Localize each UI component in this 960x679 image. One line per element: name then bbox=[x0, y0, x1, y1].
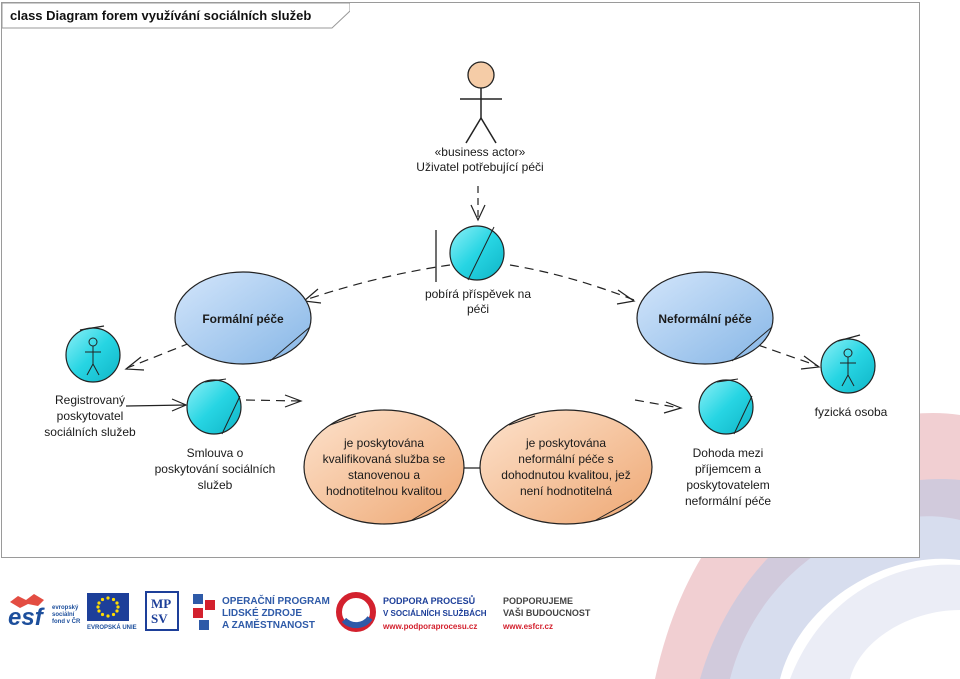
connector-control-to-informal bbox=[509, 264, 635, 301]
eu-flag-icon bbox=[87, 593, 129, 621]
diagram-title-tab bbox=[2, 3, 350, 29]
control-label-line2: péči bbox=[466, 302, 489, 316]
contract-line3: služeb bbox=[197, 478, 233, 492]
support-line2: VAŠI BUDOUCNOST bbox=[503, 608, 591, 618]
registered-provider-icon bbox=[65, 325, 121, 383]
arrowhead bbox=[284, 394, 303, 408]
esf-small-line3: fond v ČR bbox=[52, 619, 81, 625]
qualified-line4: hodnotitelnou kvalitou bbox=[325, 484, 443, 498]
informal-service-line2: neformální péče s bbox=[518, 452, 614, 466]
contract-line2: poskytování sociálních bbox=[154, 462, 276, 476]
esf-logo: esf bbox=[8, 592, 48, 634]
connector-control-to-formal bbox=[304, 264, 451, 301]
actor-name: Uživatel potřebující péči bbox=[416, 160, 544, 174]
agreement-line1: Dohoda mezi bbox=[692, 446, 764, 460]
qualified-line3: stanovenou a bbox=[347, 468, 421, 482]
contract-line1: Smlouva o bbox=[186, 446, 244, 460]
pp-line3: www.podporaprocesu.cz bbox=[383, 622, 478, 631]
op-line2: LIDSKÉ ZDROJE bbox=[222, 608, 303, 619]
informal-care-label: Neformální péče bbox=[658, 312, 752, 326]
connector-qualified-to-contract bbox=[245, 399, 301, 402]
contract-control-icon bbox=[186, 378, 242, 435]
pp-logo-icon bbox=[336, 592, 376, 632]
arrowhead bbox=[171, 398, 188, 412]
qualified-line1: je poskytována bbox=[343, 436, 425, 450]
agreement-control-icon bbox=[698, 378, 754, 435]
op-line3: A ZAMĚSTNANOST bbox=[222, 620, 315, 631]
op-line1: OPERAČNÍ PROGRAM bbox=[222, 596, 330, 607]
informal-service-line4: není hodnotitelná bbox=[519, 484, 613, 498]
agreement-line2: příjemcem a bbox=[694, 462, 762, 476]
pp-line2: V SOCIÁLNÍCH SLUŽBÁCH bbox=[383, 609, 487, 618]
physical-person-icon bbox=[820, 334, 876, 394]
informal-service-entity bbox=[479, 409, 653, 525]
arrowhead bbox=[800, 355, 821, 370]
business-actor-figure bbox=[460, 61, 502, 144]
registered-provider-line3: sociálních služeb bbox=[44, 425, 136, 439]
physical-person-label: fyzická osoba bbox=[814, 405, 888, 419]
informal-care-entity bbox=[636, 271, 774, 365]
arrowhead bbox=[616, 289, 636, 305]
informal-service-line1: je poskytována bbox=[525, 436, 607, 450]
qualified-line2: kvalifikovaná služba se bbox=[322, 452, 446, 466]
registered-provider-line2: poskytovatel bbox=[56, 409, 124, 423]
formal-care-entity bbox=[174, 271, 312, 365]
op-logo-icon bbox=[193, 594, 215, 632]
formal-care-label: Formální péče bbox=[202, 312, 284, 326]
actor-stereotype: «business actor» bbox=[434, 145, 526, 159]
informal-service-line3: dohodnutou kvalitou, jež bbox=[501, 468, 631, 482]
footer-logos: esf evropský sociální fond v ČR EVROPSKÁ… bbox=[0, 586, 960, 646]
pp-line1: PODPORA PROCESŮ bbox=[383, 596, 476, 606]
esf-small-line2: sociální bbox=[52, 612, 75, 618]
support-line3: www.esfcr.cz bbox=[503, 622, 553, 631]
connector-informal-service-to-agreement bbox=[634, 399, 681, 409]
control-top-icon bbox=[435, 225, 505, 282]
connector-provider-to-contract bbox=[125, 404, 187, 407]
connector-informal-to-person bbox=[757, 344, 819, 367]
registered-provider-line1: Registrovaný bbox=[54, 393, 126, 407]
arrowhead bbox=[124, 356, 145, 371]
support-line1: PODPORUJEME bbox=[503, 596, 574, 606]
esf-small-line1: evropský bbox=[52, 605, 79, 611]
control-label-line1: pobírá příspěvek na bbox=[424, 287, 532, 301]
diagram-title: class Diagram forem využívání sociálních… bbox=[10, 8, 312, 23]
eu-label: EVROPSKÁ UNIE bbox=[87, 625, 137, 631]
qualified-service-entity bbox=[303, 409, 465, 525]
connector-formal-to-provider bbox=[126, 342, 191, 369]
arrowhead bbox=[470, 204, 486, 222]
mpsv-logo: MP SV bbox=[145, 591, 179, 631]
agreement-line3: poskytovatelem bbox=[686, 478, 770, 492]
agreement-line4: neformální péče bbox=[684, 494, 772, 508]
arrowhead bbox=[663, 401, 683, 414]
